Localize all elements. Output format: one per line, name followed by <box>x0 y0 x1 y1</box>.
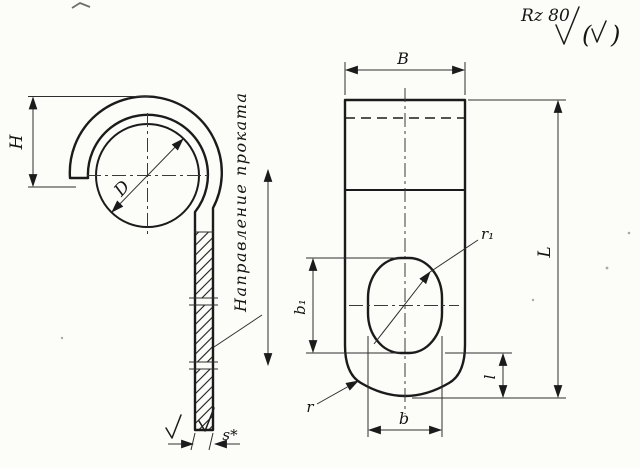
edge-distance-label: l <box>481 374 499 379</box>
height-label: H <box>7 133 27 150</box>
hole-width-label: b <box>399 409 409 428</box>
hook-outline <box>68 95 223 432</box>
speck <box>627 231 631 235</box>
roughness-check-icon <box>555 6 580 45</box>
diameter-line <box>111 138 184 213</box>
corner-radius-label: r <box>306 398 314 416</box>
side-view: H D s* Направление проката <box>7 92 273 451</box>
speck <box>531 298 535 302</box>
scan-mark <box>71 1 91 9</box>
surface-finish-note: Rz 80 ( ) <box>520 6 620 49</box>
paren-close: ) <box>610 21 620 49</box>
leader-line <box>429 239 479 273</box>
leader-arrow <box>373 271 431 345</box>
section-hatching <box>189 231 218 430</box>
hatch-band <box>195 232 213 298</box>
height-dimension: H <box>7 96 150 188</box>
length-label: L <box>535 246 555 258</box>
paren-open: ( <box>582 21 592 49</box>
roughness-check-small-icon <box>591 20 607 43</box>
leader-line <box>213 314 263 348</box>
surface-check-icon <box>165 414 182 439</box>
roughness-label: Rz 80 <box>520 6 570 26</box>
hole-radius-label: r₁ <box>481 225 494 243</box>
speck <box>605 266 609 270</box>
surface-check-icon <box>198 407 215 432</box>
rolling-direction-note: Направление проката <box>213 92 273 367</box>
thickness-dimension: s* <box>165 407 240 451</box>
diameter-label: D <box>110 177 135 202</box>
front-view: В L b₁ b l <box>291 49 566 437</box>
paper-specks <box>60 1 631 340</box>
width-label: В <box>396 49 409 68</box>
thickness-label: s* <box>222 426 238 444</box>
hole-radius-leader: r₁ <box>373 225 494 345</box>
width-dimension: В <box>344 49 466 95</box>
hole-width-dimension: b <box>367 336 443 437</box>
edge-distance-dimension: l <box>445 352 512 399</box>
speck <box>60 336 64 340</box>
plate-outline <box>343 98 467 398</box>
extension-line <box>208 432 214 451</box>
hatch-band <box>195 369 213 430</box>
length-dimension: L <box>412 99 566 399</box>
hole-height-dimension: b₁ <box>291 257 400 354</box>
hatch-band <box>195 305 213 362</box>
rolling-direction-label: Направление проката <box>231 92 250 313</box>
corner-radius-leader: r <box>306 380 359 416</box>
leader-arrow <box>316 380 359 405</box>
extension-line <box>190 432 196 451</box>
hole-height-label: b₁ <box>291 299 309 315</box>
